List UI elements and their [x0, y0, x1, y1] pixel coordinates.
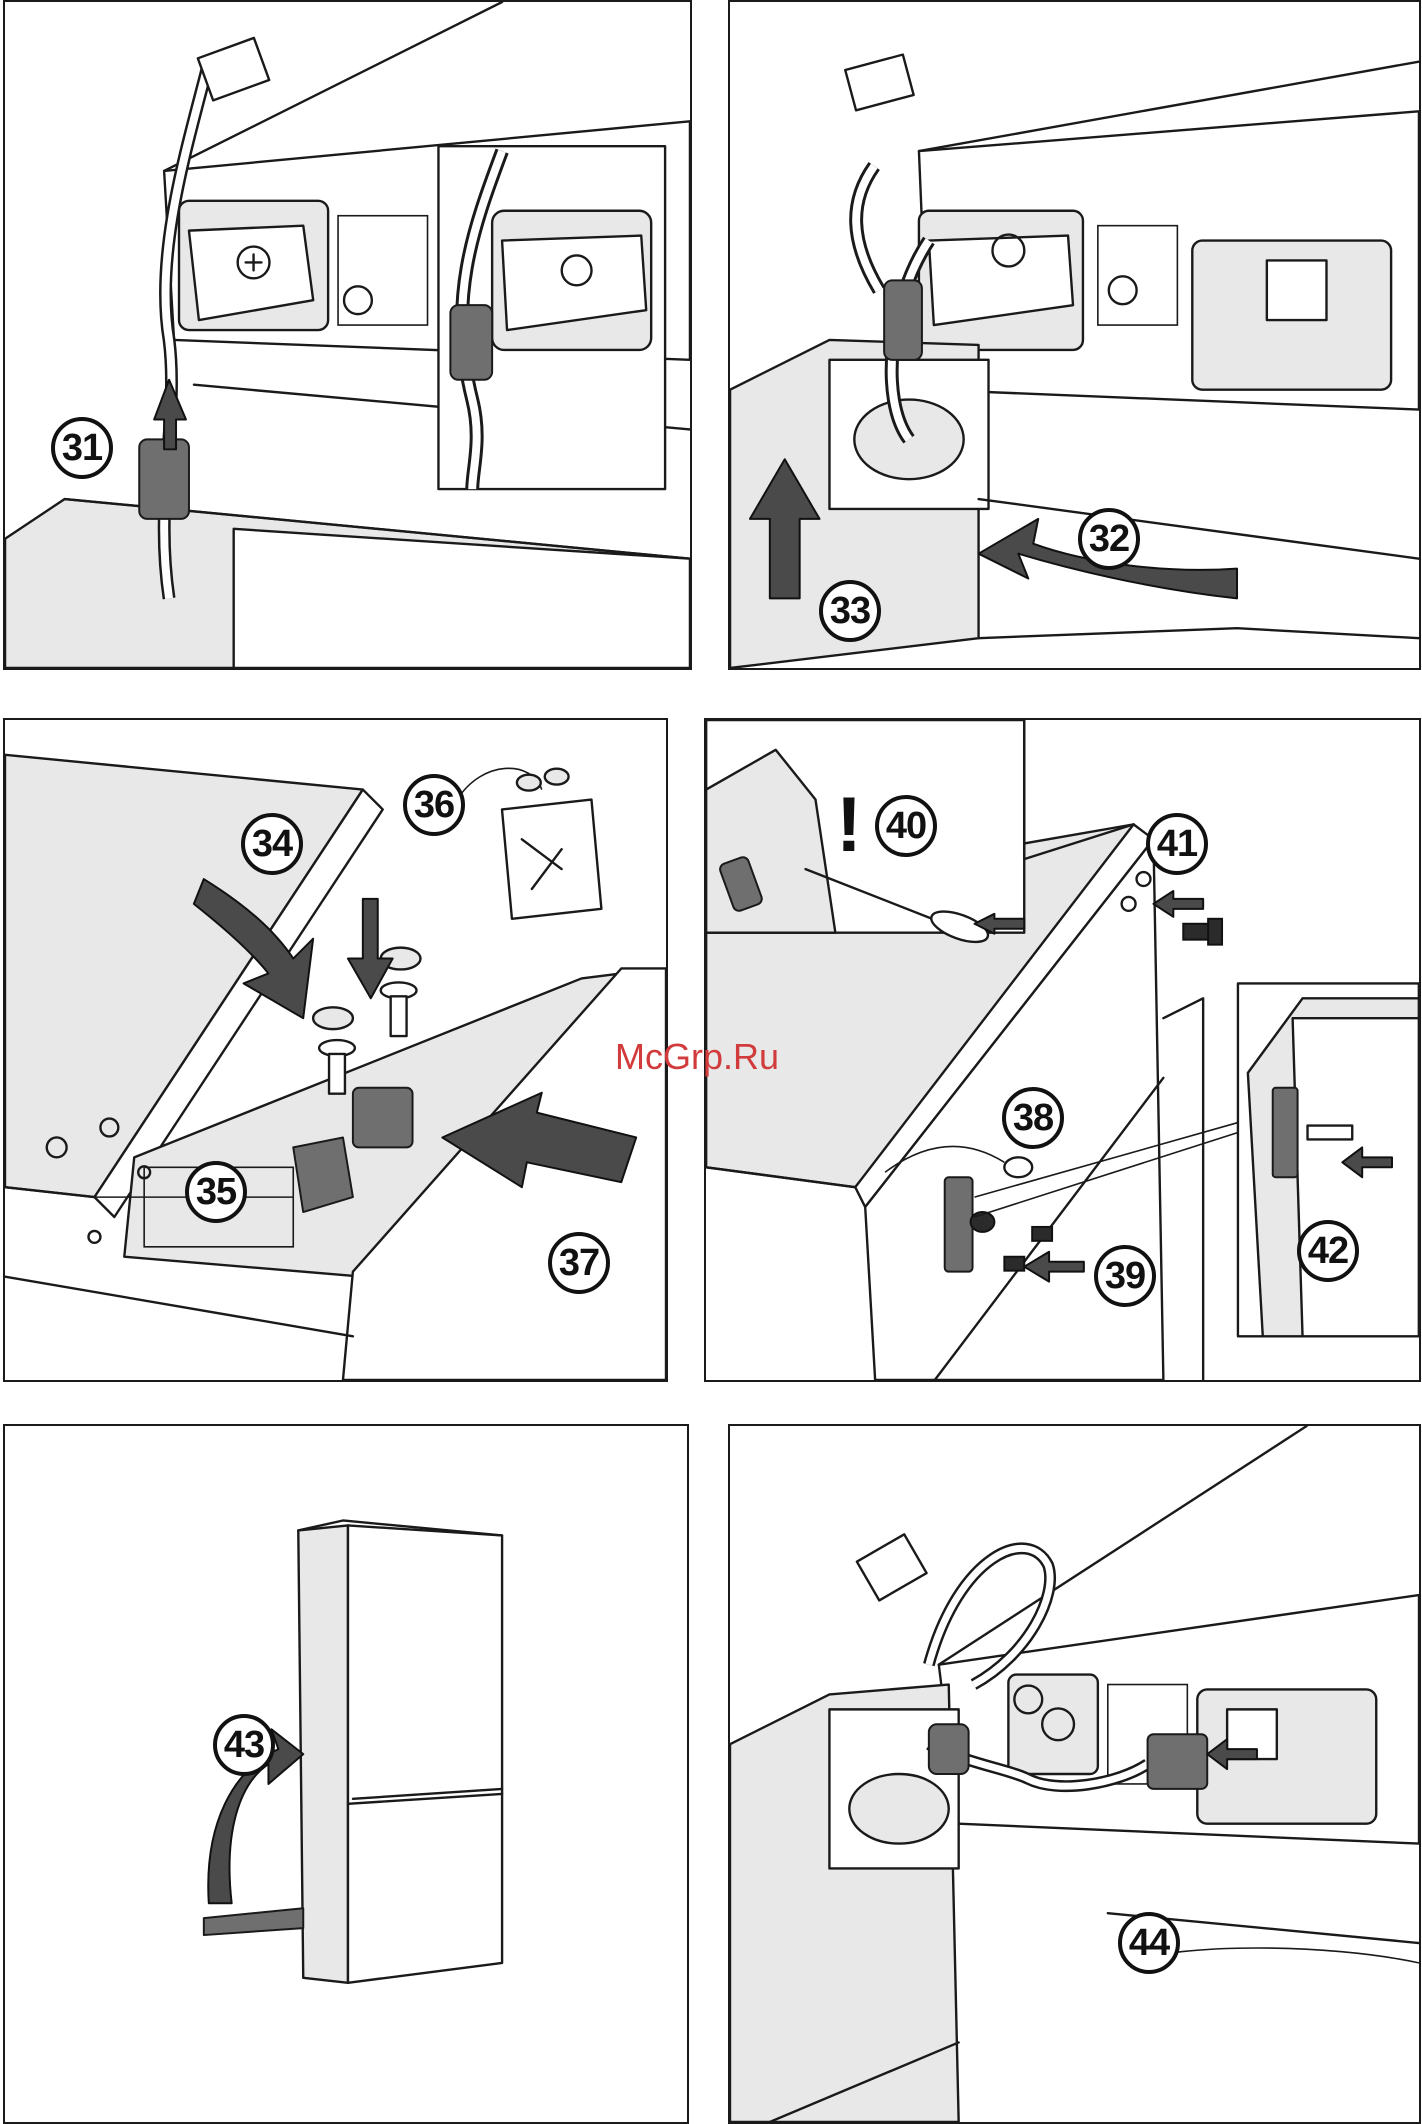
panel-step-31: 31 [3, 0, 692, 670]
step-badge-33: 33 [819, 580, 881, 642]
step-badge-44: 44 [1118, 1912, 1180, 1974]
step-badge-40: 40 [875, 795, 937, 857]
step-badge-32: 32 [1078, 508, 1140, 570]
step-badge-36: 36 [403, 774, 465, 836]
panel-step-32-33: 32 33 [728, 0, 1421, 670]
panel-step-34-37: 34 35 36 37 [3, 718, 668, 1382]
step-badge-35: 35 [185, 1161, 247, 1223]
step-badge-41: 41 [1146, 813, 1208, 875]
illustration-cable-clip [5, 2, 690, 668]
step-badge-31: 31 [51, 417, 113, 479]
step-badge-37: 37 [548, 1232, 610, 1294]
step-badge-42: 42 [1297, 1220, 1359, 1282]
illustration-appliance-tilt [5, 1426, 687, 2122]
step-badge-43: 43 [213, 1714, 275, 1776]
watermark-text: McGrp.Ru [615, 1036, 779, 1078]
panel-step-38-42: ! 40 41 38 39 42 [704, 718, 1421, 1382]
step-badge-38: 38 [1002, 1087, 1064, 1149]
panel-step-43: 43 [3, 1424, 689, 2124]
illustration-grommet-removal [730, 2, 1419, 668]
illustration-connector-plug [730, 1426, 1419, 2122]
step-badge-39: 39 [1094, 1245, 1156, 1307]
step-badge-34: 34 [241, 813, 303, 875]
warning-mark: ! [836, 785, 862, 863]
panel-step-44: 44 [728, 1424, 1421, 2124]
illustration-door-hinge [706, 720, 1419, 1380]
